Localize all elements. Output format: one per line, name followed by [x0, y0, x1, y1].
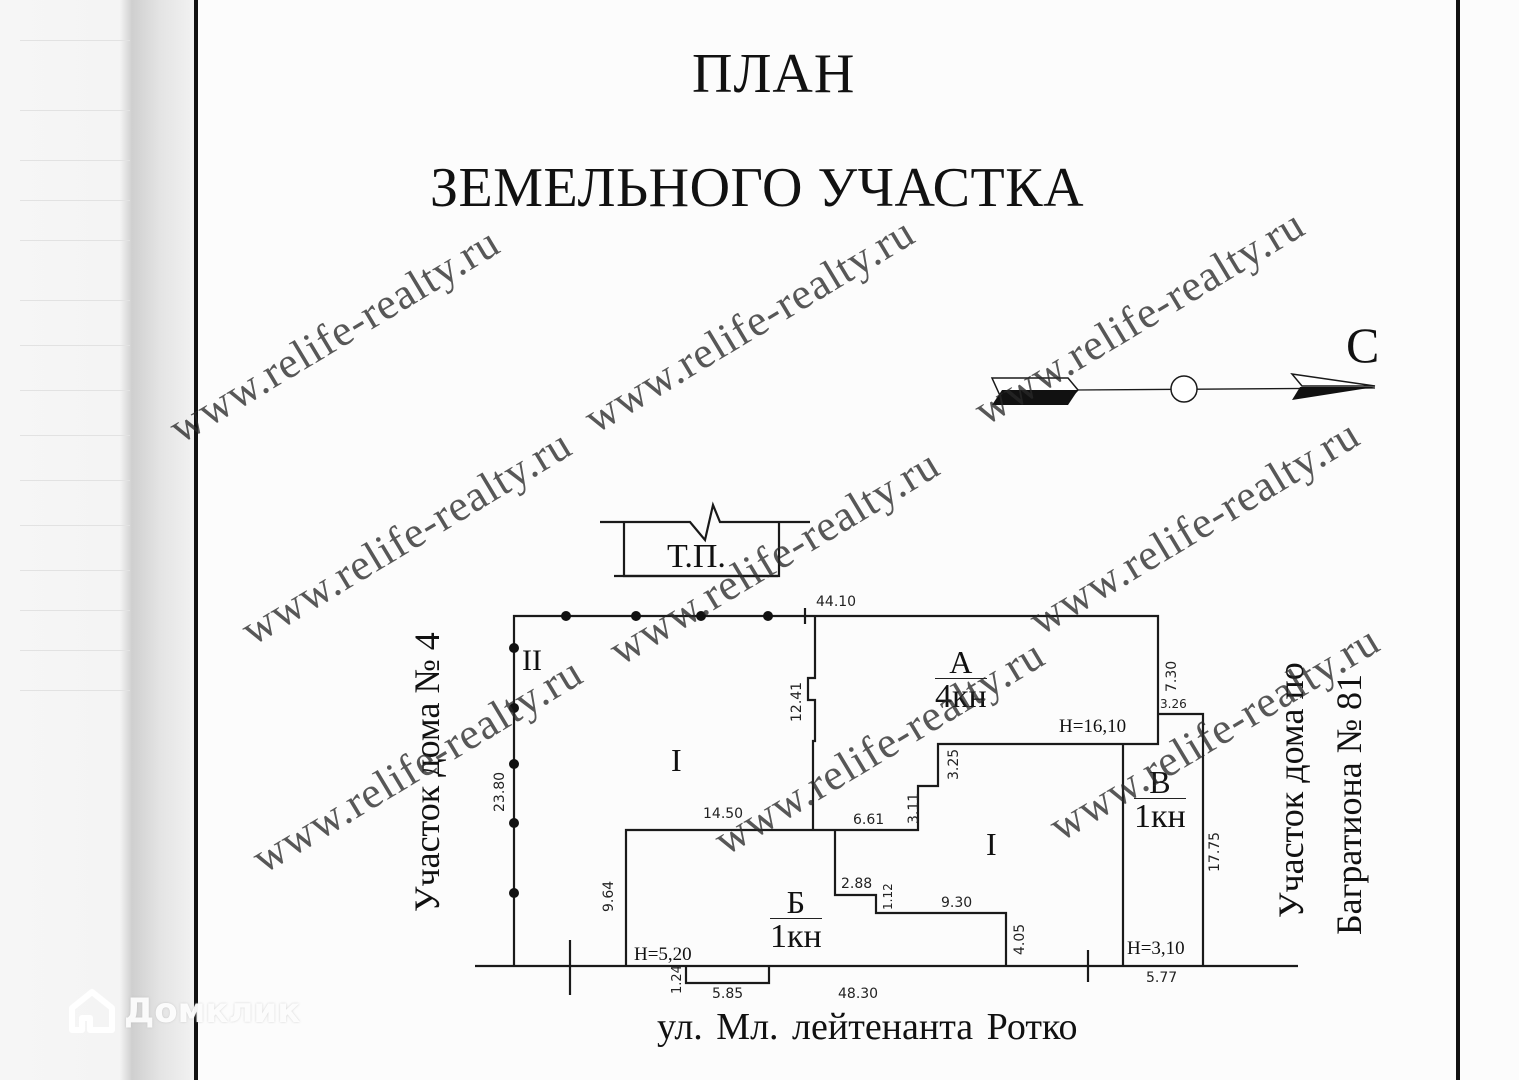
- compass-north-label: С: [1346, 317, 1380, 373]
- transformer-outline: [600, 501, 810, 578]
- document-title: ПЛАН: [692, 43, 856, 105]
- dimension-label: 9.64: [601, 880, 617, 912]
- zone-b-label: Б 1кн: [770, 886, 822, 955]
- dimension-label: 7.30: [1164, 660, 1180, 692]
- roman-label: II: [522, 644, 542, 677]
- dimension-label: 3.26: [1160, 697, 1187, 711]
- dimension-label: 12.41: [789, 681, 805, 722]
- brand-name: Домклик: [124, 991, 301, 1031]
- brand-watermark: Домклик: [68, 988, 300, 1034]
- roman-label: I: [671, 742, 682, 778]
- height-label: Н=16,10: [1059, 716, 1127, 737]
- zone-count: 1кн: [770, 918, 822, 955]
- north-arrow-icon: [990, 372, 1376, 405]
- zone-letter: Б: [770, 886, 822, 919]
- zone-count: 4кн: [935, 678, 987, 715]
- dimension-label: 4.05: [1012, 923, 1028, 955]
- right-neighbor-label-line1: Участок дома по: [1271, 662, 1311, 918]
- dimension-label: 1.12: [881, 883, 895, 910]
- document-subtitle: ЗЕМЕЛЬНОГО УЧАСТКА: [430, 157, 1085, 219]
- zone-v-label: В 1кн: [1134, 766, 1186, 835]
- house-logo-icon: [69, 989, 115, 1033]
- zone-count: 1кн: [1134, 798, 1186, 835]
- dimension-label: 23.80: [492, 771, 508, 812]
- dimension-label: 17.75: [1207, 831, 1223, 872]
- dimension-label: 3.11: [906, 792, 922, 824]
- dimension-label: 1.24: [670, 965, 685, 994]
- height-label: Н=5,20: [634, 944, 692, 965]
- frame-border-left: [194, 0, 198, 1080]
- dimension-label: 44.10: [816, 594, 857, 610]
- zone-a-label: А 4кн: [935, 646, 987, 715]
- frame-border-right: [1456, 0, 1460, 1080]
- left-neighbor-label: Участок дома № 4: [407, 632, 447, 912]
- zone-letter: В: [1134, 766, 1186, 799]
- dimension-label: 5.77: [1146, 970, 1178, 986]
- dimension-label: 2.88: [841, 876, 873, 892]
- adjacent-page-edge: [0, 0, 195, 1080]
- street-name-label: ул. Мл. лейтенанта Ротко: [657, 1006, 1078, 1048]
- right-neighbor-label-line2: Багратиона № 81: [1329, 673, 1369, 935]
- zone-letter: А: [935, 646, 987, 679]
- dimension-label: 48.30: [838, 986, 879, 1002]
- dimension-label: 14.50: [703, 806, 744, 822]
- dimension-label: 5.85: [712, 986, 744, 1002]
- dimension-label: 9.30: [941, 895, 973, 911]
- height-label: Н=3,10: [1127, 938, 1185, 959]
- dimension-label: 6.61: [853, 812, 885, 828]
- transformer-label: Т.П.: [667, 538, 726, 575]
- roman-label: I: [986, 826, 997, 862]
- lot-boundary: [512, 614, 1160, 966]
- dimension-label: 3.25: [946, 748, 962, 780]
